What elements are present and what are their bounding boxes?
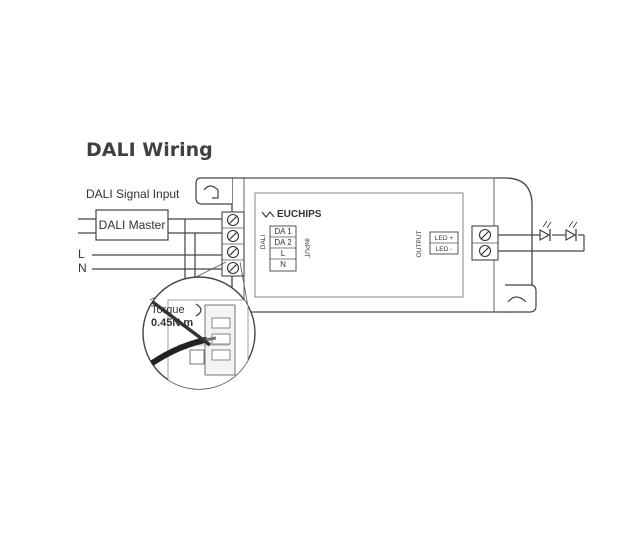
output-label-table: LED + LED - OUTPUT [416, 231, 459, 258]
euchips-logo: EUCHIPS [261, 209, 322, 220]
output-wires [498, 234, 585, 252]
torque-label: Torque [151, 304, 185, 316]
mounting-ear-left [195, 177, 232, 205]
diagram-title: DALI Wiring [86, 139, 213, 161]
input-section-label: INPUT [303, 238, 310, 258]
mounting-ear-right [505, 284, 537, 313]
torque-detail-lens: Torque 0.45N.m [142, 276, 256, 390]
output-terminal-block [471, 225, 499, 261]
terminal-da2: DA 2 [274, 238, 292, 247]
dali-side-label: DALI [260, 235, 267, 250]
master-label: DALI Master [99, 218, 166, 232]
torque-value: 0.45N.m [151, 317, 193, 329]
terminal-led-plus: LED + [435, 235, 453, 242]
label-n: N [78, 261, 87, 275]
led-icon [565, 220, 578, 241]
input-label-table: DA 1 DA 2 L N DALI INPUT [260, 225, 310, 272]
terminal-screw-icon [226, 213, 240, 275]
output-section-label: OUTPUT [416, 231, 423, 258]
rotate-arrow-icon [195, 303, 202, 317]
led-icon [539, 220, 552, 241]
terminal-l: L [281, 249, 286, 258]
terminal-led-minus: LED - [436, 246, 453, 253]
terminal-n: N [280, 260, 286, 269]
brand-name: EUCHIPS [277, 209, 322, 220]
signal-input-label: DALI Signal Input [86, 187, 180, 201]
terminal-da1: DA 1 [274, 227, 292, 236]
dali-master-box: DALI Master [95, 209, 169, 241]
input-terminal-block [221, 211, 245, 277]
label-l: L [78, 247, 85, 261]
terminal-screw-icon [478, 228, 492, 258]
